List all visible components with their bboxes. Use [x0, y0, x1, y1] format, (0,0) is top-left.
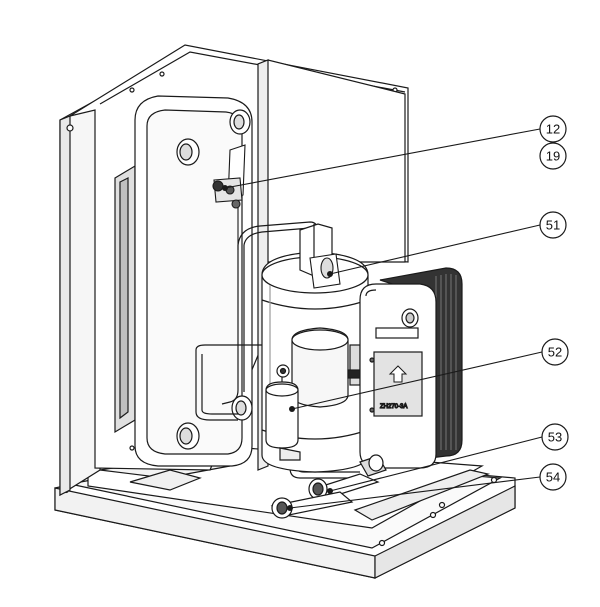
leader-54 — [289, 476, 541, 509]
callout-53: 53 — [541, 423, 569, 451]
callout-51: 51 — [539, 211, 567, 239]
callout-53-label: 53 — [548, 430, 562, 445]
callout-52-label: 52 — [548, 345, 562, 360]
service-valve — [309, 253, 341, 289]
leader-dots — [222, 185, 333, 511]
leader-51 — [329, 224, 541, 275]
leader-12 — [224, 128, 541, 189]
callout-54-label: 54 — [546, 470, 560, 485]
callouts: 12 19 51 52 53 54 — [539, 115, 569, 491]
callout-52: 52 — [541, 338, 569, 366]
callout-51-label: 51 — [546, 218, 560, 233]
callout-54: 54 — [539, 463, 567, 491]
callout-19-label: 19 — [546, 149, 560, 164]
frame-post-left — [59, 96, 101, 497]
leader-lines — [224, 128, 543, 509]
callout-12-label: 12 — [546, 122, 560, 137]
callout-12: 12 — [539, 115, 567, 143]
nameplate-label: ZH270-3A — [380, 404, 407, 410]
filter-drier — [265, 364, 301, 461]
leader-52 — [291, 351, 543, 410]
callout-19: 19 — [539, 142, 567, 170]
plate-heat-exchanger-right: ZH270-3A — [359, 267, 463, 469]
leader-53 — [329, 436, 543, 492]
